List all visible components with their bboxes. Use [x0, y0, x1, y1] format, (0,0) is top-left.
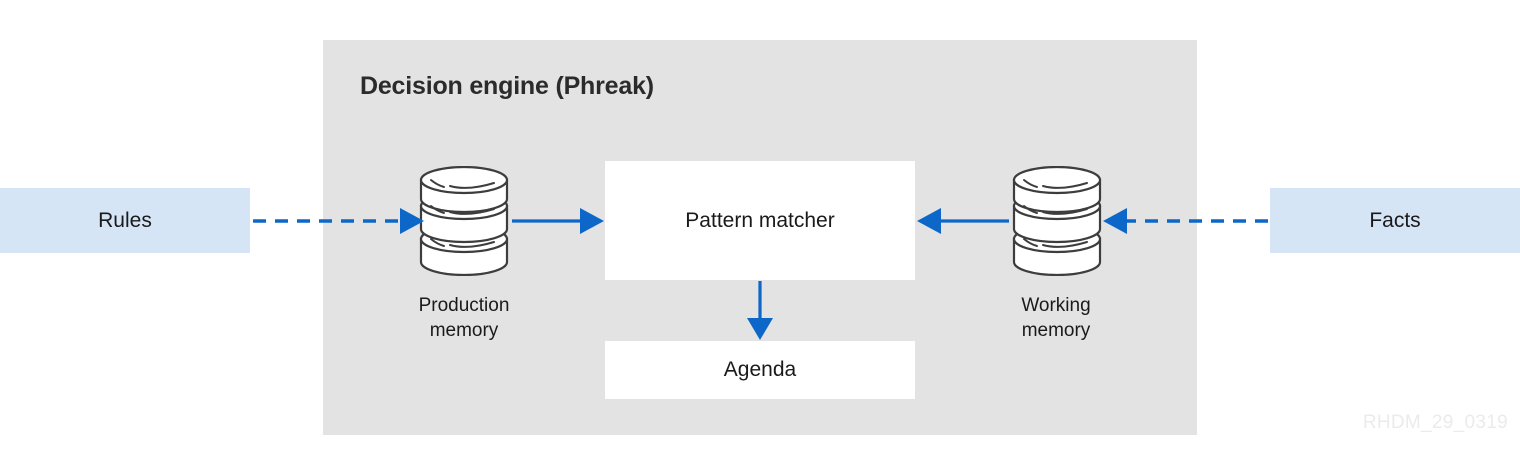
watermark-label: RHDM_29_0319: [1362, 412, 1508, 433]
pattern-matcher-label: Pattern matcher: [685, 208, 835, 232]
production-memory-cylinder: [418, 165, 510, 277]
facts-box-label: Facts: [1369, 208, 1421, 232]
facts-box: Facts: [1270, 188, 1520, 253]
production-memory-label: Production memory: [359, 293, 569, 343]
database-cylinder-icon: [419, 165, 509, 277]
agenda-box: Agenda: [605, 341, 915, 399]
production-memory-label-line2: memory: [429, 320, 499, 341]
working-memory-label-line1: Working: [1021, 295, 1091, 316]
database-cylinder-icon: [1012, 165, 1102, 277]
production-memory-label-line1: Production: [418, 295, 510, 316]
rules-box-label: Rules: [98, 208, 152, 232]
pattern-matcher-box: Pattern matcher: [605, 161, 915, 280]
decision-engine-title: Decision engine (Phreak): [360, 72, 654, 100]
working-memory-cylinder: [1011, 165, 1103, 277]
working-memory-label-line2: memory: [1021, 320, 1091, 341]
agenda-label: Agenda: [723, 358, 797, 381]
rules-box: Rules: [0, 188, 250, 253]
working-memory-label: Working memory: [951, 293, 1161, 343]
